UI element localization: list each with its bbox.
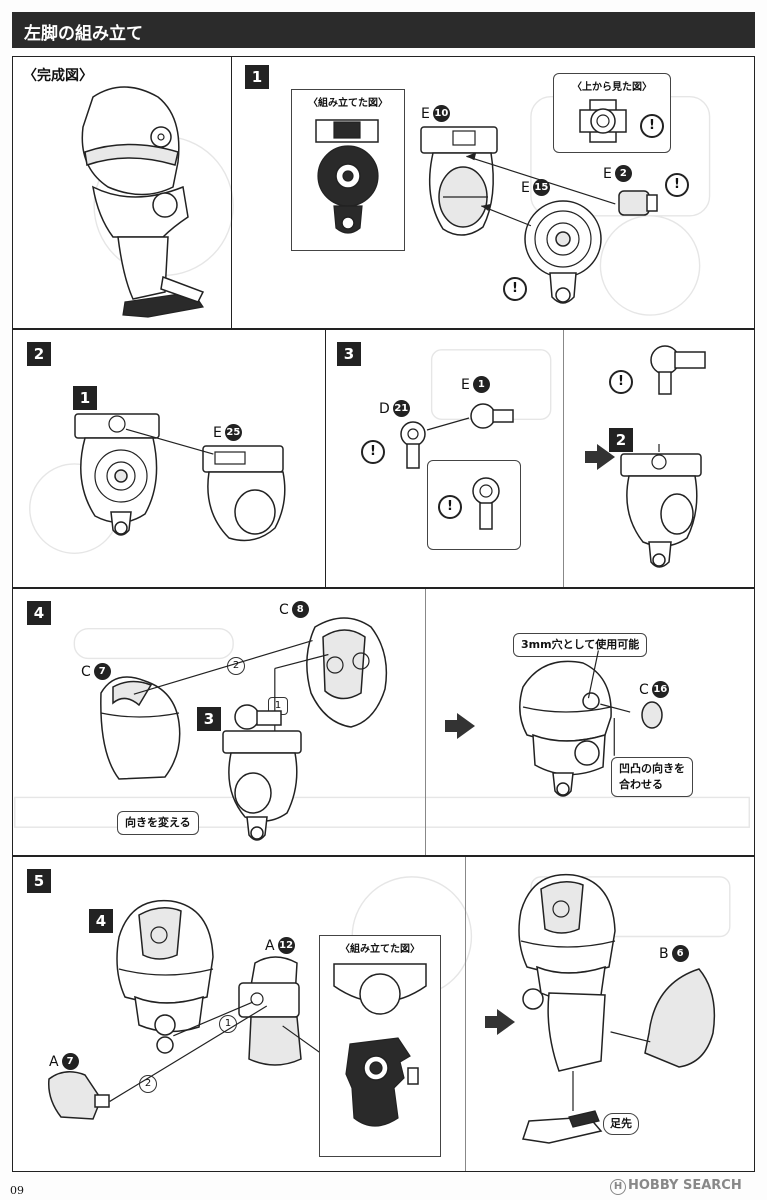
caution-icon: !: [361, 440, 385, 464]
caution-icon: !: [609, 370, 633, 394]
order-marker: 2: [227, 657, 245, 675]
part-b6-illustration: [644, 968, 716, 1068]
caution-icon: !: [665, 173, 689, 197]
step-number: 1: [245, 65, 269, 89]
panel-divider: [325, 330, 326, 587]
step-number: 3: [337, 342, 361, 366]
section-title: 左脚の組み立て: [24, 24, 143, 44]
d21-detail-illustration: [472, 477, 500, 530]
step-number: 2: [27, 342, 51, 366]
order-marker: 2: [139, 1075, 157, 1093]
part-c8-illustration: [306, 617, 388, 728]
page-number: 09: [10, 1184, 24, 1197]
part-e15-illustration: [524, 200, 602, 304]
completed-view-title: 〈完成図〉: [23, 68, 93, 84]
top-view-illustration: [579, 99, 627, 143]
part-c16-illustration: [641, 701, 663, 729]
part-e25-illustration: [202, 445, 286, 542]
step-reference: 1: [73, 386, 97, 410]
step-reference: 3: [197, 707, 221, 731]
joint-d21-e1-illustration: [650, 345, 706, 395]
part-e10-illustration: [420, 126, 498, 236]
part-e2-illustration: [618, 190, 658, 216]
next-arrow: [485, 1009, 515, 1035]
subassembly-3-illustration: [222, 704, 302, 841]
assembled-ankle-illustration: [333, 963, 427, 1127]
sub-divider: [465, 857, 466, 1171]
callout-title: 〈上から見た図〉: [572, 82, 652, 93]
assembled-view-inset: 〈組み立てた図〉: [291, 89, 405, 251]
step-number: 4: [27, 601, 51, 625]
final-leg-illustration: [518, 873, 616, 1144]
panel-divider: [231, 57, 232, 328]
sub-divider: [425, 589, 426, 855]
caution-icon: !: [438, 495, 462, 519]
subassembly-2-illustration: [620, 444, 702, 568]
top-view-callout: 〈上から見た図〉 !: [553, 73, 671, 153]
section-header: 左脚の組み立て: [12, 12, 755, 48]
step-number: 5: [27, 869, 51, 893]
detail-callout: !: [427, 460, 521, 550]
order-marker: 1: [219, 1015, 237, 1033]
caution-icon: !: [503, 277, 527, 301]
caution-icon: !: [640, 114, 664, 138]
subassembly-4-illustration: [519, 660, 612, 797]
toe-note: 足先: [603, 1113, 639, 1135]
inset-title: 〈組み立てた図〉: [308, 98, 388, 109]
align-note: 凹凸の向きを合わせる: [611, 757, 693, 797]
part-c7-illustration: [100, 676, 181, 780]
parts-d21-e1-illustration: [400, 403, 514, 469]
hole-note: 3mm穴として使用可能: [513, 633, 648, 657]
completed-leg-illustration: [81, 86, 205, 318]
sub-divider: [563, 330, 564, 587]
part-a7-illustration: [48, 1071, 110, 1120]
subassembly-4-illustration: [116, 899, 214, 1054]
inset-title: 〈組み立てた図〉: [340, 944, 420, 955]
rotate-note: 向きを変える: [117, 811, 199, 835]
assembled-joint-illustration: [315, 119, 379, 234]
step-reference: 2: [609, 428, 633, 452]
part-a12-illustration: [238, 956, 302, 1066]
subassembly-1-illustration: [74, 413, 160, 536]
next-arrow: [445, 713, 475, 739]
step-reference: 4: [89, 909, 113, 933]
assembled-view-inset: 〈組み立てた図〉: [319, 935, 441, 1157]
